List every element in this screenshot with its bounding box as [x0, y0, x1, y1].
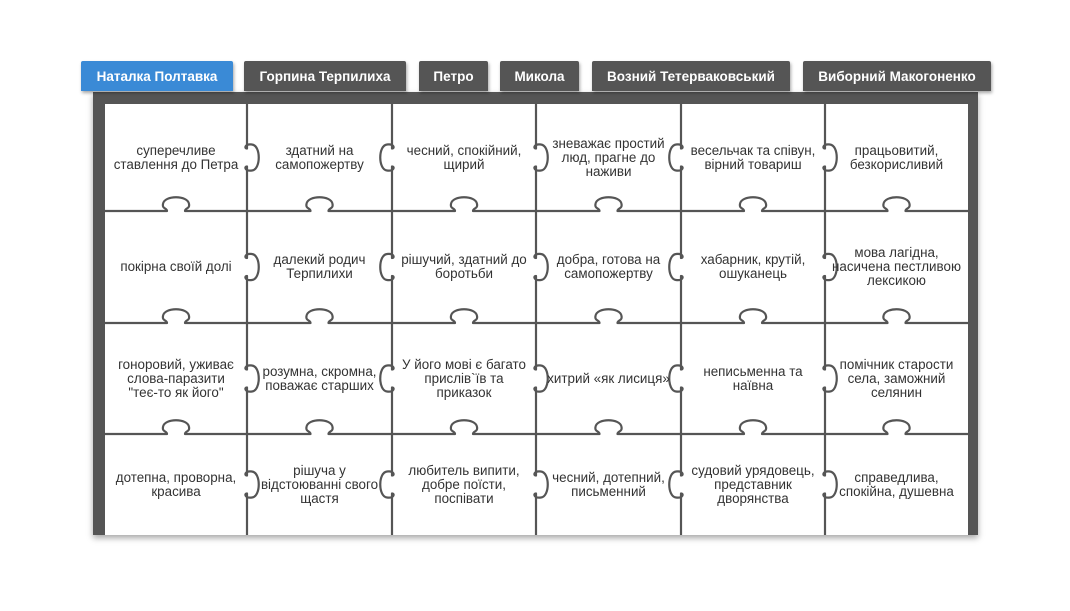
puzzle-piece[interactable]: зневажає простий люд, прагне до наживи [552, 135, 665, 179]
puzzle-piece[interactable]: добра, готова на самопожертву [556, 252, 661, 281]
puzzle-piece[interactable]: здатний на самопожертву [275, 142, 364, 172]
puzzle-piece[interactable]: любитель випити, добре поїсти, поспівати [408, 462, 520, 506]
puzzle-piece[interactable]: хитрий «як лисиця» [547, 370, 670, 386]
puzzle-piece[interactable]: неписьменна та наївна [703, 363, 803, 393]
puzzle-piece[interactable]: рішуча у відстоюванні свого щастя [260, 462, 379, 506]
puzzle-piece[interactable]: справедлива, спокійна, душевна [839, 469, 954, 499]
puzzle-piece[interactable]: судовий урядовець, представник дворянств… [691, 462, 815, 506]
puzzle-piece[interactable]: суперечливе ставлення до Петра [113, 142, 239, 172]
tab-petro[interactable]: Петро [419, 61, 488, 91]
puzzle-board-graphic [93, 92, 978, 535]
puzzle-piece[interactable]: гоноровий, уживає слова-паразити "теє-то… [118, 356, 234, 400]
puzzle-piece[interactable]: мова лагідна, насичена пестливою лексико… [832, 245, 961, 288]
puzzle-piece[interactable]: розумна, скромна, поважає старших [262, 363, 377, 393]
puzzle-piece[interactable]: чесний, дотепний, письменний [552, 469, 665, 499]
puzzle-piece[interactable]: помічник старости села, заможний селянин [839, 356, 954, 400]
puzzle-seam [103, 196, 970, 213]
puzzle-piece[interactable]: далекий родич Терпилихи [273, 252, 366, 281]
tab-horpyna-terpylykha[interactable]: Горпина Терпилиха [244, 61, 406, 91]
puzzle-seam [103, 419, 970, 436]
tab-voznyi-tetervakovskyi[interactable]: Возний Тетерваковський [592, 61, 790, 91]
puzzle-seam [244, 102, 260, 535]
puzzle-piece[interactable]: працьовитий, безкорисливий [849, 142, 944, 172]
puzzle-seam [822, 102, 838, 535]
puzzle-piece[interactable]: У його мові є багато прислів`їв та прика… [402, 356, 526, 400]
tab-vybornyi-makohonenko[interactable]: Виборний Макогоненко [803, 61, 991, 91]
puzzle-seam [103, 308, 970, 325]
tab-mykola[interactable]: Микола [500, 61, 579, 91]
puzzle-piece[interactable]: чесний, спокійний, щирий [406, 142, 522, 172]
tab-natalka-poltavka[interactable]: Наталка Полтавка [81, 61, 233, 91]
puzzle-seam [668, 102, 684, 535]
puzzle-seam [533, 102, 549, 535]
puzzle-board: суперечливе ставлення до Петра здатний на… [93, 92, 978, 535]
puzzle-piece[interactable]: дотепна, проворна, красива [115, 469, 237, 499]
puzzle-piece[interactable]: весельчак та співун, вірний товариш [690, 142, 816, 172]
puzzle-piece[interactable]: хабарник, крутій, ошуканець [700, 252, 806, 281]
puzzle-seam [379, 102, 395, 535]
character-tabs: Наталка Полтавка Горпина Терпилиха Петро… [0, 0, 1070, 100]
puzzle-piece[interactable]: покірна своїй долі [120, 259, 232, 274]
puzzle-piece[interactable]: рішучий, здатний до боротьби [401, 252, 527, 281]
